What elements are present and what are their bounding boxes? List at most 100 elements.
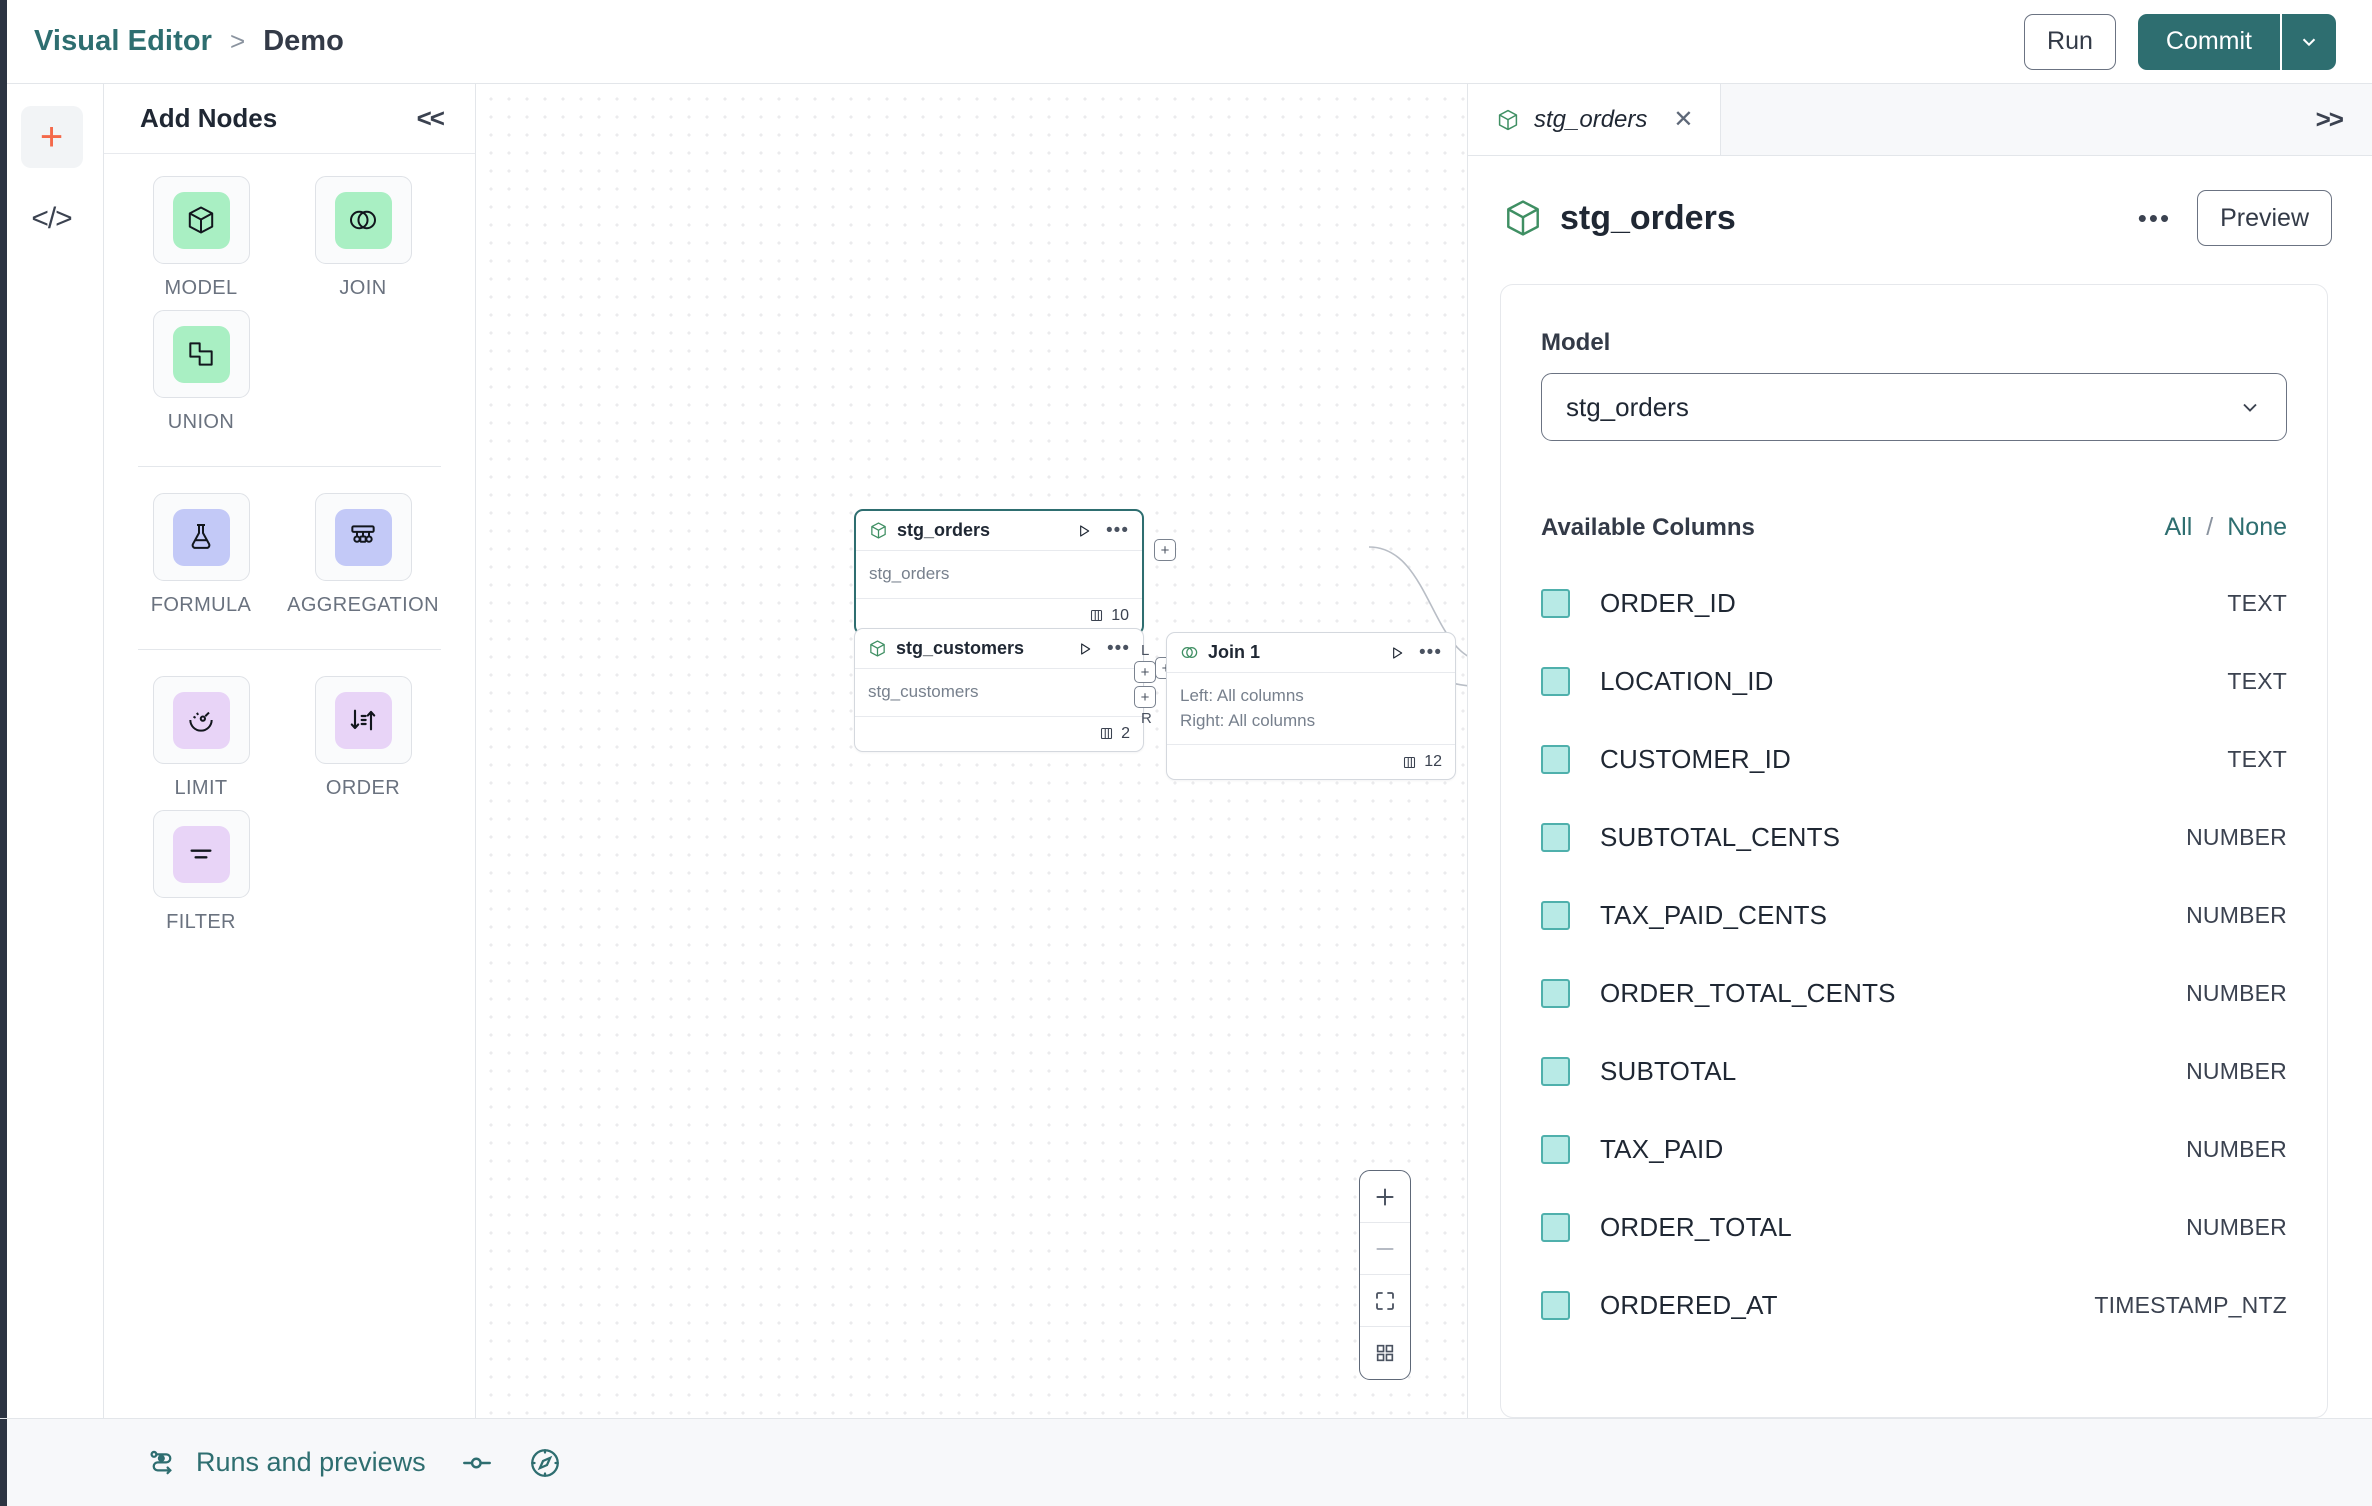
grid-icon (1376, 1344, 1394, 1362)
column-checkbox[interactable] (1541, 744, 1570, 774)
column-row[interactable]: ORDER_ID TEXT (1541, 564, 2287, 642)
column-row[interactable]: SUBTOTAL_CENTS NUMBER (1541, 798, 2287, 876)
node-footer: 10 (856, 599, 1142, 633)
canvas-node-stg-customers[interactable]: stg_customers ••• stg_customers 2 + (854, 628, 1177, 752)
filter-icon-badge (172, 825, 230, 883)
column-type: TEXT (2227, 667, 2287, 694)
add-nodes-panel: Add Nodes << MODEL (104, 84, 476, 1418)
select-all-link[interactable]: All (2164, 513, 2193, 541)
page-title: stg_orders (1560, 198, 1736, 237)
node-output-handle[interactable]: + (1467, 673, 1468, 695)
select-none-link[interactable]: None (2227, 513, 2287, 541)
code-view-rail-button[interactable]: </> (21, 188, 83, 250)
column-checkbox[interactable] (1541, 588, 1570, 618)
column-checkbox[interactable] (1541, 666, 1570, 696)
column-checkbox[interactable] (1541, 1212, 1570, 1242)
join-left-input-handle[interactable]: + (1134, 661, 1156, 683)
venn-icon (1181, 646, 1198, 659)
app-body: + </> Add Nodes << (0, 84, 2372, 1418)
node-column-count: 2 (1121, 724, 1130, 742)
column-row[interactable]: ORDERED_AT TIMESTAMP_NTZ (1541, 1266, 2287, 1344)
node-menu-icon[interactable]: ••• (1419, 641, 1442, 663)
column-row[interactable]: CUSTOMER_ID TEXT (1541, 720, 2287, 798)
column-type: NUMBER (2186, 823, 2287, 850)
runs-and-previews-button[interactable]: Runs and previews (146, 1447, 426, 1479)
status-bar: Runs and previews (0, 1418, 2372, 1506)
node-tile-formula[interactable]: FORMULA (132, 493, 270, 617)
node-tile-label: LIMIT (174, 777, 228, 799)
columns-icon (1101, 728, 1113, 740)
canvas-node-stg-orders[interactable]: stg_orders ••• stg_orders 10 + (854, 509, 1176, 635)
slider-icon[interactable] (460, 1446, 494, 1480)
add-node-rail-button[interactable]: + (20, 106, 83, 168)
node-tile-union[interactable]: UNION (132, 310, 270, 434)
run-node-icon[interactable] (1077, 641, 1093, 657)
node-tile-surface (314, 493, 412, 581)
preview-button[interactable]: Preview (2197, 190, 2332, 246)
node-actions: ••• (1076, 519, 1129, 541)
add-nodes-body: MODEL JOIN (104, 154, 475, 944)
zoom-out-button[interactable] (1360, 1223, 1410, 1275)
join-right-input-label: R (1141, 710, 1152, 727)
breadcrumb-current: Demo (263, 25, 344, 57)
collapse-panel-icon[interactable]: << (416, 103, 445, 133)
close-icon[interactable]: ✕ (1673, 106, 1694, 133)
column-type: NUMBER (2186, 901, 2287, 928)
column-row[interactable]: TAX_PAID_CENTS NUMBER (1541, 876, 2287, 954)
zoom-in-button[interactable] (1360, 1171, 1410, 1223)
node-tile-limit[interactable]: LIMIT (132, 676, 270, 800)
icon-rail: + </> (0, 84, 104, 1418)
fit-view-button[interactable] (1360, 1275, 1410, 1327)
model-select[interactable]: stg_orders (1541, 373, 2287, 441)
canvas-node-join-1[interactable]: Join 1 ••• Left: All columns Right: All … (1134, 632, 1456, 781)
column-type: TEXT (2227, 589, 2287, 616)
run-node-icon[interactable] (1076, 523, 1092, 539)
node-tile-model[interactable]: MODEL (132, 176, 270, 300)
column-row[interactable]: SUBTOTAL NUMBER (1541, 1032, 2287, 1110)
run-node-icon[interactable] (1389, 645, 1405, 661)
node-menu-icon[interactable]: ••• (1106, 519, 1129, 541)
breadcrumb-root-link[interactable]: Visual Editor (34, 25, 213, 57)
column-type: NUMBER (2186, 1057, 2287, 1084)
tab-stg-orders[interactable]: stg_orders ✕ (1468, 84, 1721, 155)
node-tile-label: FORMULA (150, 594, 252, 616)
formula-icon-badge (172, 508, 230, 566)
flow-canvas[interactable]: stg_orders ••• stg_orders 10 + (476, 84, 1468, 1418)
details-panel: stg_orders ✕ >> stg_orders ••• Preview M (1468, 84, 2372, 1418)
node-output-handle[interactable]: + (1154, 539, 1176, 561)
ellipsis-icon[interactable]: ••• (2137, 203, 2172, 233)
column-row[interactable]: ORDER_TOTAL NUMBER (1541, 1188, 2287, 1266)
commit-dropdown-button[interactable] (2280, 13, 2336, 70)
node-tile-join[interactable]: JOIN (294, 176, 432, 300)
column-checkbox[interactable] (1541, 978, 1570, 1008)
column-checkbox[interactable] (1541, 1290, 1570, 1320)
column-row[interactable]: ORDER_TOTAL_CENTS NUMBER (1541, 954, 2287, 1032)
commit-button[interactable]: Commit (2137, 13, 2280, 70)
column-type: NUMBER (2186, 1135, 2287, 1162)
node-tile-order[interactable]: ORDER (294, 676, 432, 800)
column-checkbox[interactable] (1541, 822, 1570, 852)
column-checkbox[interactable] (1541, 1134, 1570, 1164)
compass-icon[interactable] (528, 1446, 562, 1480)
node-title: stg_customers (896, 638, 1025, 658)
column-checkbox[interactable] (1541, 900, 1570, 930)
join-right-input-handle[interactable]: + (1134, 686, 1156, 708)
node-subtitle: stg_orders (869, 564, 950, 583)
expand-panel-icon[interactable]: >> (2315, 104, 2344, 134)
column-checkbox[interactable] (1541, 1056, 1570, 1086)
node-tile-aggregation[interactable]: AGGREGATION (287, 493, 439, 617)
toggle-minimap-button[interactable] (1360, 1327, 1410, 1379)
node-tile-filter[interactable]: FILTER (132, 810, 270, 934)
column-row[interactable]: LOCATION_ID TEXT (1541, 642, 2287, 720)
model-field-label: Model (1541, 329, 1611, 356)
add-nodes-header: Add Nodes << (104, 84, 475, 154)
column-row[interactable]: TAX_PAID NUMBER (1541, 1110, 2287, 1188)
chevron-down-icon (2302, 38, 2316, 46)
cube-icon (871, 522, 886, 539)
union-icon-badge (172, 325, 230, 383)
node-menu-icon[interactable]: ••• (1107, 637, 1130, 659)
cube-icon (188, 206, 214, 234)
run-button[interactable]: Run (2024, 13, 2116, 70)
cube-icon (870, 640, 885, 657)
